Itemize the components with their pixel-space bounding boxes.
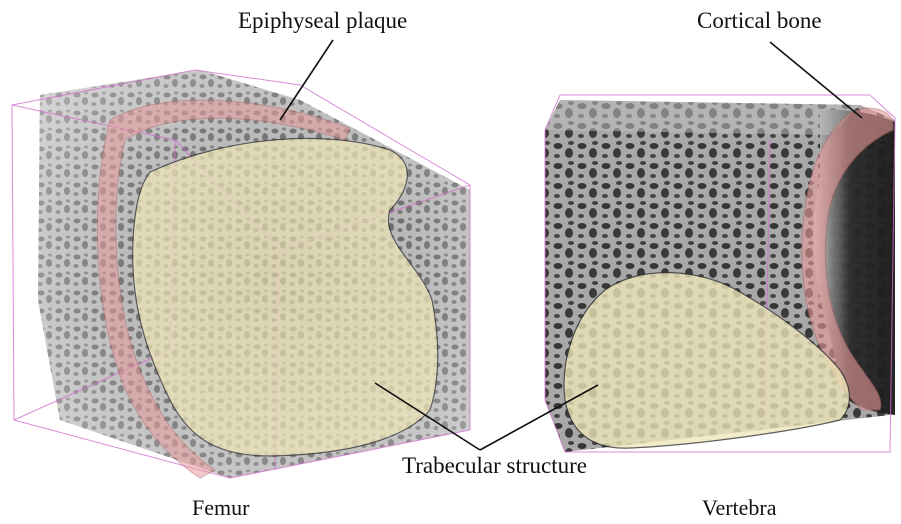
epiphyseal-plaque-label: Epiphyseal plaque bbox=[238, 8, 407, 34]
femur-trabecular-region bbox=[133, 138, 438, 456]
femur-caption: Femur bbox=[192, 495, 249, 521]
cortical-bone-label: Cortical bone bbox=[697, 8, 822, 34]
femur-specimen bbox=[12, 70, 470, 478]
vertebra-caption: Vertebra bbox=[702, 495, 777, 521]
trabecular-structure-label: Trabecular structure bbox=[402, 453, 587, 479]
vertebra-specimen bbox=[545, 95, 895, 452]
